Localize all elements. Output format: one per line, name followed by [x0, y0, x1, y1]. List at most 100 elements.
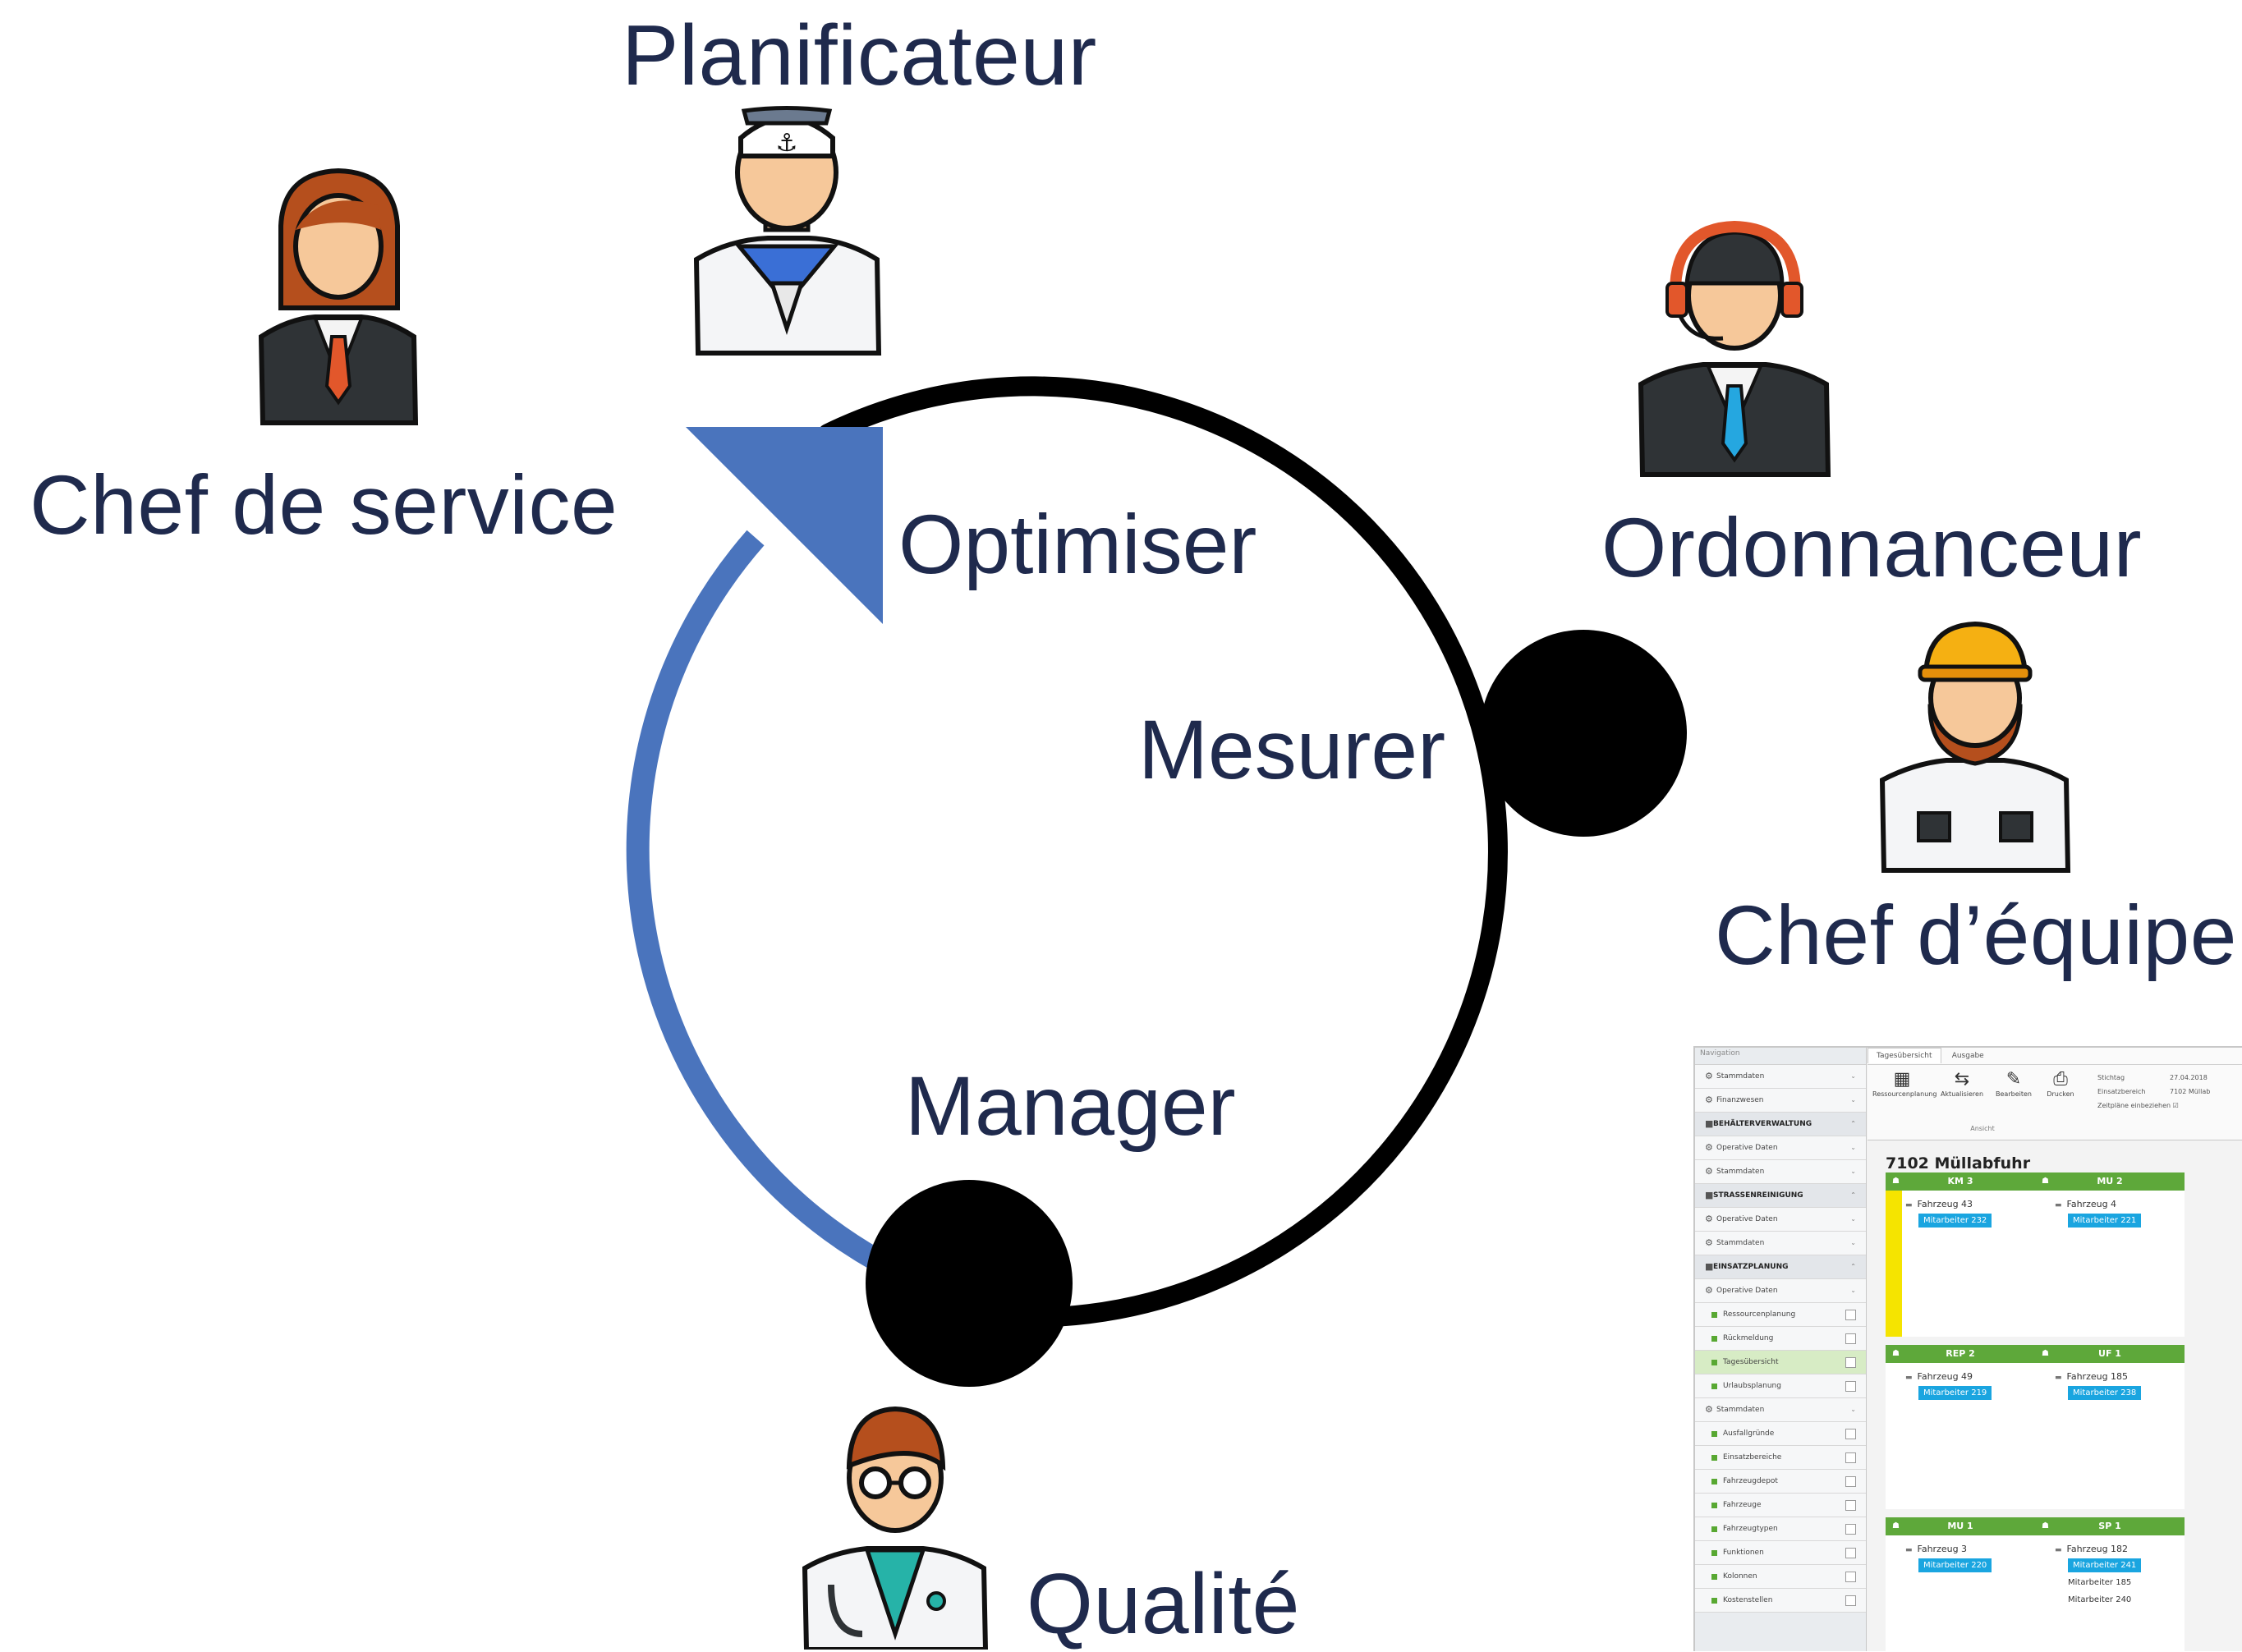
- chevron-icon[interactable]: ⌄: [1850, 1096, 1856, 1104]
- open-icon[interactable]: [1845, 1381, 1856, 1392]
- vehicle-label[interactable]: Fahrzeug 185: [2055, 1368, 2185, 1386]
- open-icon[interactable]: [1845, 1572, 1856, 1582]
- svg-text:⚓: ⚓: [776, 129, 798, 158]
- nav-item[interactable]: ⚙⌄Finanzwesen: [1695, 1089, 1866, 1113]
- nav-item[interactable]: ⚙⌄Stammdaten: [1695, 1398, 1866, 1422]
- open-icon[interactable]: [1845, 1310, 1856, 1320]
- chevron-icon[interactable]: ⌄: [1850, 1215, 1856, 1223]
- vehicle-label[interactable]: Fahrzeug 4: [2055, 1195, 2185, 1214]
- chevron-icon[interactable]: ⌄: [1850, 1406, 1856, 1413]
- stichtag-value[interactable]: 27.04.2018: [2170, 1074, 2208, 1081]
- open-icon[interactable]: [1845, 1476, 1856, 1487]
- nav-item[interactable]: Funktionen: [1695, 1541, 1866, 1565]
- green-square-icon: [1711, 1384, 1717, 1389]
- nav-item[interactable]: ■⌃BEHÄLTERVERWALTUNG: [1695, 1113, 1866, 1136]
- nav-item[interactable]: Fahrzeugtypen: [1695, 1517, 1866, 1541]
- employee-chip[interactable]: Mitarbeiter 241: [2068, 1558, 2142, 1572]
- board-title: 7102 Müllabfuhr: [1886, 1154, 2031, 1172]
- checkbox-icon[interactable]: ☑: [2172, 1102, 2179, 1109]
- nav-item[interactable]: Urlaubsplanung: [1695, 1374, 1866, 1398]
- vehicle-label[interactable]: Fahrzeug 43: [1905, 1195, 2035, 1214]
- chevron-icon[interactable]: ⌃: [1850, 1191, 1856, 1199]
- ribbon: Tagesübersicht Ausgabe ▦ Ressourcenplanu…: [1868, 1048, 2242, 1140]
- cycle-ring: [818, 376, 1508, 1328]
- employee-chip[interactable]: Mitarbeiter 221: [2068, 1214, 2142, 1228]
- open-icon[interactable]: [1845, 1357, 1856, 1368]
- nav-item-label: Kolonnen: [1723, 1572, 1757, 1581]
- vehicle-label[interactable]: Fahrzeug 182: [2055, 1540, 2185, 1558]
- bearbeiten-button[interactable]: ✎ Bearbeiten: [1991, 1069, 2037, 1098]
- drucken-button[interactable]: ⎙ Drucken: [2040, 1069, 2081, 1098]
- ressourcenplanung-button[interactable]: ▦ Ressourcenplanung: [1872, 1069, 1936, 1098]
- navigation-header: Navigation: [1695, 1048, 1866, 1065]
- vehicle-label[interactable]: Fahrzeug 3: [1905, 1540, 2035, 1558]
- crew-name: KM 3: [1947, 1176, 1973, 1186]
- nav-item[interactable]: ■⌃STRASSENREINIGUNG: [1695, 1184, 1866, 1208]
- nav-item[interactable]: Ressourcenplanung: [1695, 1303, 1866, 1327]
- chevron-icon[interactable]: ⌃: [1850, 1120, 1856, 1127]
- nav-item[interactable]: Rückmeldung: [1695, 1327, 1866, 1351]
- nav-item[interactable]: ⚙⌄Stammdaten: [1695, 1065, 1866, 1089]
- chevron-icon[interactable]: ⌄: [1850, 1168, 1856, 1175]
- nav-item[interactable]: ⚙⌄Stammdaten: [1695, 1160, 1866, 1184]
- employee-chip[interactable]: Mitarbeiter 240: [2068, 1595, 2132, 1604]
- open-icon[interactable]: [1845, 1548, 1856, 1558]
- open-icon[interactable]: [1845, 1452, 1856, 1463]
- nav-item-label: STRASSENREINIGUNG: [1713, 1191, 1803, 1200]
- role-ordonnanceur: Ordonnanceur: [1601, 501, 2143, 594]
- employee-chip[interactable]: Mitarbeiter 232: [1918, 1214, 1992, 1228]
- chevron-icon[interactable]: ⌄: [1850, 1287, 1856, 1294]
- nav-item[interactable]: ⚙⌄Operative Daten: [1695, 1208, 1866, 1232]
- einsatzbereich-value[interactable]: 7102 Müllab: [2170, 1088, 2211, 1095]
- green-square-icon: [1711, 1574, 1717, 1580]
- nav-item-label: Urlaubsplanung: [1723, 1382, 1781, 1390]
- ribbon-group-label: Ansicht: [1970, 1125, 1995, 1132]
- einsatzbereich-label: Einsatzbereich: [2097, 1088, 2146, 1095]
- tab-tagesuebersicht[interactable]: Tagesübersicht: [1868, 1048, 1941, 1063]
- open-icon[interactable]: [1845, 1333, 1856, 1344]
- employee-chip[interactable]: Mitarbeiter 238: [2068, 1386, 2142, 1400]
- crew-icon: ☗: [2042, 1521, 2049, 1530]
- chevron-icon[interactable]: ⌄: [1850, 1239, 1856, 1246]
- nav-item[interactable]: Kostenstellen: [1695, 1589, 1866, 1613]
- open-icon[interactable]: [1845, 1429, 1856, 1439]
- planning-app-screenshot: Navigation ⚙⌄Stammdaten⚙⌄Finanzwesen■⌃BE…: [1693, 1046, 2242, 1651]
- nav-item[interactable]: Kolonnen: [1695, 1565, 1866, 1589]
- crew-name: REP 2: [1946, 1348, 1975, 1359]
- employee-chip[interactable]: Mitarbeiter 185: [2068, 1578, 2132, 1587]
- aktualisieren-button[interactable]: ⇆ Aktualisieren: [1935, 1069, 1989, 1098]
- doctor-icon: [802, 1406, 989, 1650]
- ressourcenplanung-label: Ressourcenplanung: [1872, 1090, 1937, 1098]
- businesswoman-icon: [258, 167, 419, 425]
- vehicle-label[interactable]: Fahrzeug 49: [1905, 1368, 2035, 1386]
- nav-item[interactable]: Einsatzbereiche: [1695, 1446, 1866, 1470]
- gear-icon: ⚙: [1705, 1214, 1713, 1224]
- nav-item[interactable]: ⚙⌄Stammdaten: [1695, 1232, 1866, 1255]
- nav-item[interactable]: Fahrzeuge: [1695, 1494, 1866, 1517]
- nav-item[interactable]: Ausfallgründe: [1695, 1422, 1866, 1446]
- zeitplaene-row[interactable]: Zeitpläne einbeziehen ☑: [2097, 1099, 2179, 1113]
- employee-chip[interactable]: Mitarbeiter 220: [1918, 1558, 1992, 1572]
- nav-item[interactable]: Tagesübersicht: [1695, 1351, 1866, 1374]
- employee-chip[interactable]: Mitarbeiter 219: [1918, 1386, 1992, 1400]
- open-icon[interactable]: [1845, 1524, 1856, 1535]
- chevron-icon[interactable]: ⌃: [1850, 1263, 1856, 1270]
- open-icon[interactable]: [1845, 1500, 1856, 1511]
- nav-item-label: Rückmeldung: [1723, 1334, 1774, 1342]
- open-icon[interactable]: [1845, 1595, 1856, 1606]
- chevron-icon[interactable]: ⌄: [1850, 1144, 1856, 1151]
- nav-item[interactable]: ⚙⌄Operative Daten: [1695, 1136, 1866, 1160]
- chevron-icon[interactable]: ⌄: [1850, 1072, 1856, 1080]
- tab-ausgabe[interactable]: Ausgabe: [1951, 1052, 1984, 1060]
- nav-item[interactable]: ⚙⌄Operative Daten: [1695, 1279, 1866, 1303]
- nav-item[interactable]: Fahrzeugdepot: [1695, 1470, 1866, 1494]
- nav-item[interactable]: ■⌃EINSATZPLANUNG: [1695, 1255, 1866, 1279]
- crew-header: ☗KM 3: [1886, 1172, 2035, 1191]
